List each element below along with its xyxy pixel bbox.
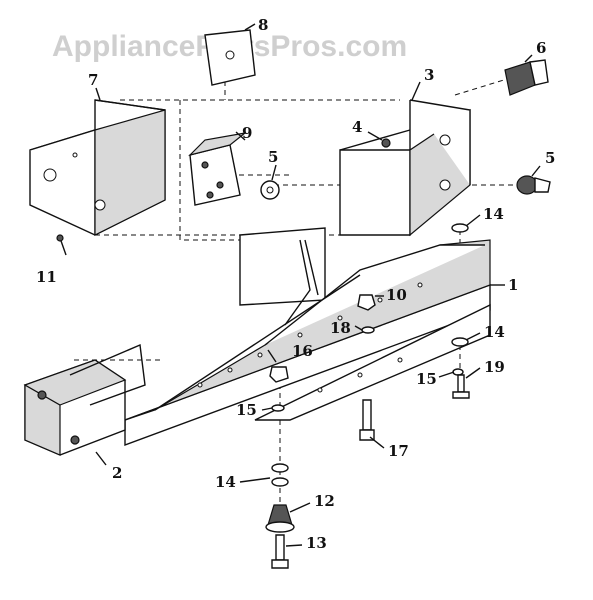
callout-17: 17: [388, 442, 409, 460]
part-14-washer-right: [451, 337, 469, 347]
part-7-cover-box: [29, 99, 166, 236]
leader-lines: [95, 23, 541, 547]
part-14-washer-top: [451, 223, 469, 233]
callouts: 7 8 9 3 4 6 5 5 14 11 1 10 18 14 16 19 1…: [36, 16, 555, 552]
part-15-washer-right: [452, 368, 464, 376]
callout-1: 1: [508, 276, 518, 294]
part-1-base-rail: [124, 239, 491, 447]
callout-19: 19: [484, 358, 505, 376]
part-4-screw: [381, 138, 391, 148]
part-12-rubber-foot: [265, 504, 295, 533]
callout-2: 2: [112, 464, 122, 482]
callout-5-left: 5: [268, 148, 278, 166]
callout-18: 18: [330, 319, 351, 337]
callout-10: 10: [386, 286, 407, 304]
callout-8: 8: [258, 16, 268, 34]
part-8-clip: [204, 29, 256, 86]
callout-15-left: 15: [236, 401, 257, 419]
part-16-nut: [269, 366, 289, 383]
callout-14-top: 14: [483, 205, 504, 223]
callout-13: 13: [306, 534, 327, 552]
callout-15-right: 15: [416, 370, 437, 388]
part-19-bolt: [452, 374, 470, 399]
callout-6: 6: [536, 39, 546, 57]
part-10-nut: [357, 294, 376, 311]
callout-12: 12: [314, 492, 335, 510]
callout-14-bottom: 14: [215, 473, 236, 491]
callout-5-right: 5: [545, 149, 555, 167]
part-17-bolt: [359, 399, 375, 441]
part-11-screw: [56, 234, 67, 256]
part-5-lock-washer-left: [260, 180, 280, 200]
part-5-knob-right: [516, 175, 551, 195]
callout-3: 3: [424, 66, 434, 84]
callout-11: 11: [36, 268, 57, 286]
part-18-washer: [361, 326, 375, 334]
part-15-washer-left: [271, 404, 285, 412]
callout-14-right: 14: [484, 323, 505, 341]
callout-16: 16: [292, 342, 313, 360]
part-6-terminal: [504, 59, 549, 96]
part-2-motor: [23, 343, 146, 456]
part-9-block: [188, 132, 246, 206]
part-13-bolt: [271, 534, 289, 569]
callout-4: 4: [352, 118, 362, 136]
callout-7: 7: [88, 71, 98, 89]
callout-9: 9: [242, 124, 252, 142]
part-3-bracket-box: [339, 99, 471, 237]
part-14-washer-bottom: [271, 463, 289, 487]
